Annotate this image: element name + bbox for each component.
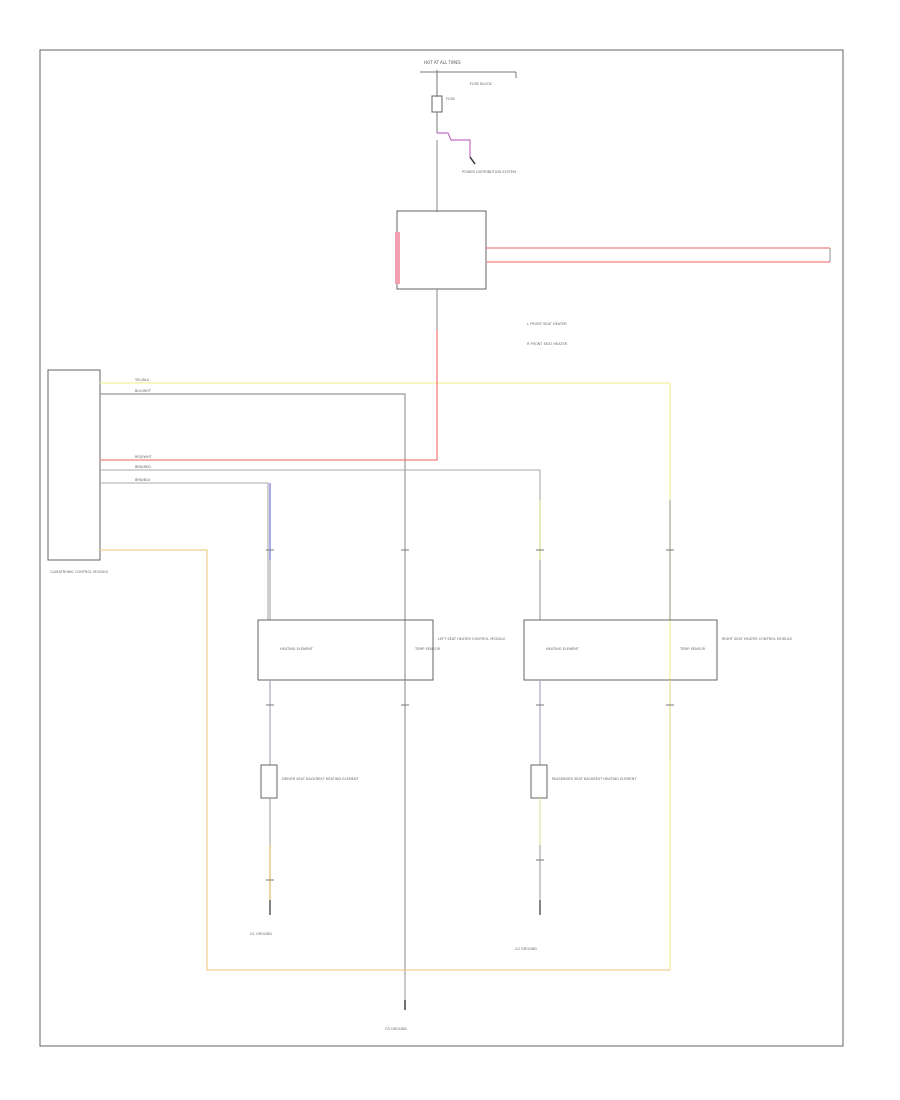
legend: L FRONT SEAT HEATER R FRONT SEAT HEATER: [527, 322, 568, 346]
fuse-block-label: FUSE BLOCK: [470, 82, 493, 86]
diagram-frame: [39, 49, 844, 1047]
power-distribution-label: POWER DISTRIBUTION SYSTEM: [462, 170, 516, 174]
left-control-module: [257, 619, 434, 681]
fuse-box: [395, 210, 831, 330]
right-seat-group: RIGHT SEAT HEATER CONTROL MODULE HEATING…: [515, 500, 792, 951]
left-control-label: LEFT SEAT HEATER CONTROL MODULE: [438, 637, 505, 641]
right-control-module: [523, 619, 718, 681]
left-ground-label: G1 GROUND: [250, 932, 272, 936]
legend-item-1: L FRONT SEAT HEATER: [527, 322, 567, 326]
main-ground-label: G3 GROUND: [385, 1027, 407, 1031]
wire-red-main: [100, 330, 438, 461]
right-sensor-label: TEMP SENSOR: [679, 647, 706, 651]
power-top-label: HOT AT ALL TIMES: [424, 60, 461, 65]
wire-label-1: YEL/BLU: [135, 378, 150, 382]
right-backrest-element: [530, 764, 548, 799]
fuse-label: FUSE: [446, 97, 455, 101]
connector-ticks: [266, 549, 674, 881]
legend-item-2: R FRONT SEAT HEATER: [527, 342, 568, 346]
left-sensor-label: TEMP SENSOR: [414, 647, 441, 651]
fuse-box-outline: [396, 210, 487, 290]
left-seat-group: LEFT SEAT HEATER CONTROL MODULE HEATING …: [250, 483, 505, 936]
power-feed: HOT AT ALL TIMES FUSE BLOCK FUSE POWER D…: [420, 60, 517, 212]
right-control-label: RIGHT SEAT HEATER CONTROL MODULE: [722, 637, 792, 641]
left-backrest-element: [260, 764, 278, 799]
fuse-symbol: [431, 95, 443, 113]
right-element-label: PASSENGER SEAT BACKREST HEATING ELEMENT: [552, 777, 637, 781]
left-heater-label: HEATING ELEMENT: [280, 647, 314, 651]
left-element-label: DRIVER SEAT BACKREST HEATING ELEMENT: [282, 777, 360, 781]
wire-label-5: BRN/BLU: [135, 478, 151, 482]
wire-label-4: BRN/RED: [135, 465, 151, 469]
wire-bundle: YEL/BLU BLK/WHT RED/WHT BRN/RED BRN/BLU: [100, 330, 671, 975]
main-ground: G3 GROUND: [385, 975, 407, 1031]
wire-label-2: BLK/WHT: [135, 389, 152, 393]
control-module-label: CLIMATRONIC CONTROL MODULE: [50, 570, 109, 574]
wire-label-3: RED/WHT: [135, 455, 153, 459]
control-module: CLIMATRONIC CONTROL MODULE: [47, 369, 109, 574]
right-heater-label: HEATING ELEMENT: [546, 647, 580, 651]
control-module-outline: [47, 369, 101, 561]
right-ground-label: G2 GROUND: [515, 947, 537, 951]
wire-orange: [100, 549, 670, 971]
wire-yellow: [100, 382, 671, 970]
